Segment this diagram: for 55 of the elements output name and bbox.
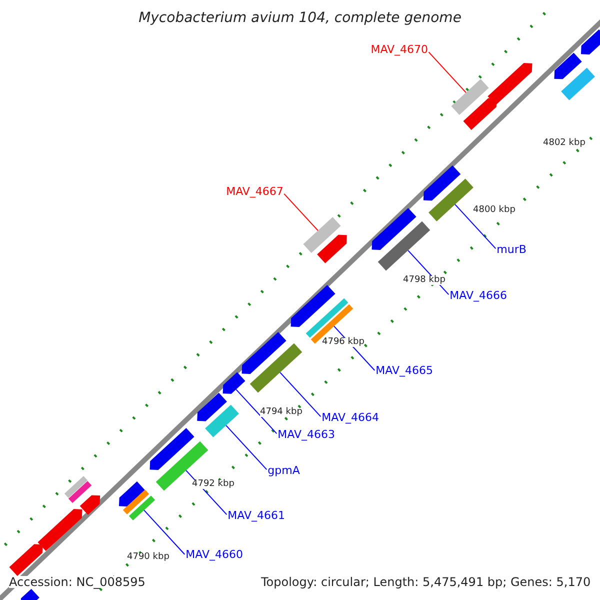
gene-label: MAV_4664	[322, 412, 380, 423]
gene-bar	[9, 544, 43, 576]
leader-line	[284, 193, 318, 232]
scale-label: 4798 kbp	[403, 276, 446, 285]
gene-bar	[561, 68, 595, 100]
gene-bar	[463, 98, 497, 130]
gene-bar	[68, 481, 92, 503]
leader-line	[144, 510, 186, 555]
gene-bar	[150, 428, 194, 470]
gene-label: MAV_4663	[278, 428, 336, 440]
gene-bar	[80, 495, 100, 515]
gene-bar	[423, 165, 461, 201]
gene-bar	[64, 476, 88, 498]
scale-label: 4792 kbp	[192, 480, 234, 489]
leader-line	[226, 424, 268, 470]
scale-label: 4802 kbp	[543, 139, 586, 148]
gene-label: murB	[496, 244, 526, 255]
gene-label: gpmA	[268, 464, 300, 476]
gene-label: MAV_4661	[228, 510, 286, 521]
gene-bar	[122, 490, 150, 514]
gene-bar	[306, 298, 348, 338]
gene-bar	[488, 63, 532, 106]
scale-label: 4790 kbp	[127, 553, 170, 562]
gene-bar	[580, 29, 600, 54]
genome-info-text: Topology: circular; Length: 5,475,491 bp; Genes: 5,170	[261, 576, 591, 588]
gene-bar	[451, 79, 489, 115]
leader-line	[280, 372, 322, 418]
accession-text: Accession: NC_008595	[9, 576, 146, 588]
gene-bar	[250, 343, 302, 393]
gene-bar	[378, 221, 430, 271]
leader-line	[428, 52, 466, 94]
gene-bar	[118, 481, 146, 506]
gene-label: MAV_4666	[450, 290, 508, 301]
gene-bar	[317, 234, 347, 264]
gene-bar	[290, 284, 336, 327]
gene-bar	[428, 178, 474, 222]
gene-label: MAV_4667	[226, 186, 284, 197]
gene-bar	[205, 404, 239, 438]
scale-label: 4794 kbp	[260, 408, 302, 417]
gene-label: MAV_4665	[376, 365, 433, 376]
gene-bar	[242, 332, 286, 374]
gene-bar	[303, 217, 341, 253]
gene-bar	[128, 496, 156, 520]
gene-label: MAV_4660	[186, 549, 243, 560]
gene-bar	[38, 509, 82, 552]
scale-label: 4800 kbp	[473, 206, 516, 215]
gene-bar	[197, 392, 227, 422]
leader-line	[236, 388, 278, 434]
gene-label: MAV_4670	[370, 44, 428, 56]
gene-bar	[372, 208, 416, 250]
scale-label: 4796 kbp	[322, 338, 364, 347]
gene-bar	[554, 52, 582, 80]
title: Mycobacterium avium 104, complete genome	[138, 11, 462, 25]
gene-bar	[222, 372, 246, 394]
leader-line	[454, 204, 496, 250]
